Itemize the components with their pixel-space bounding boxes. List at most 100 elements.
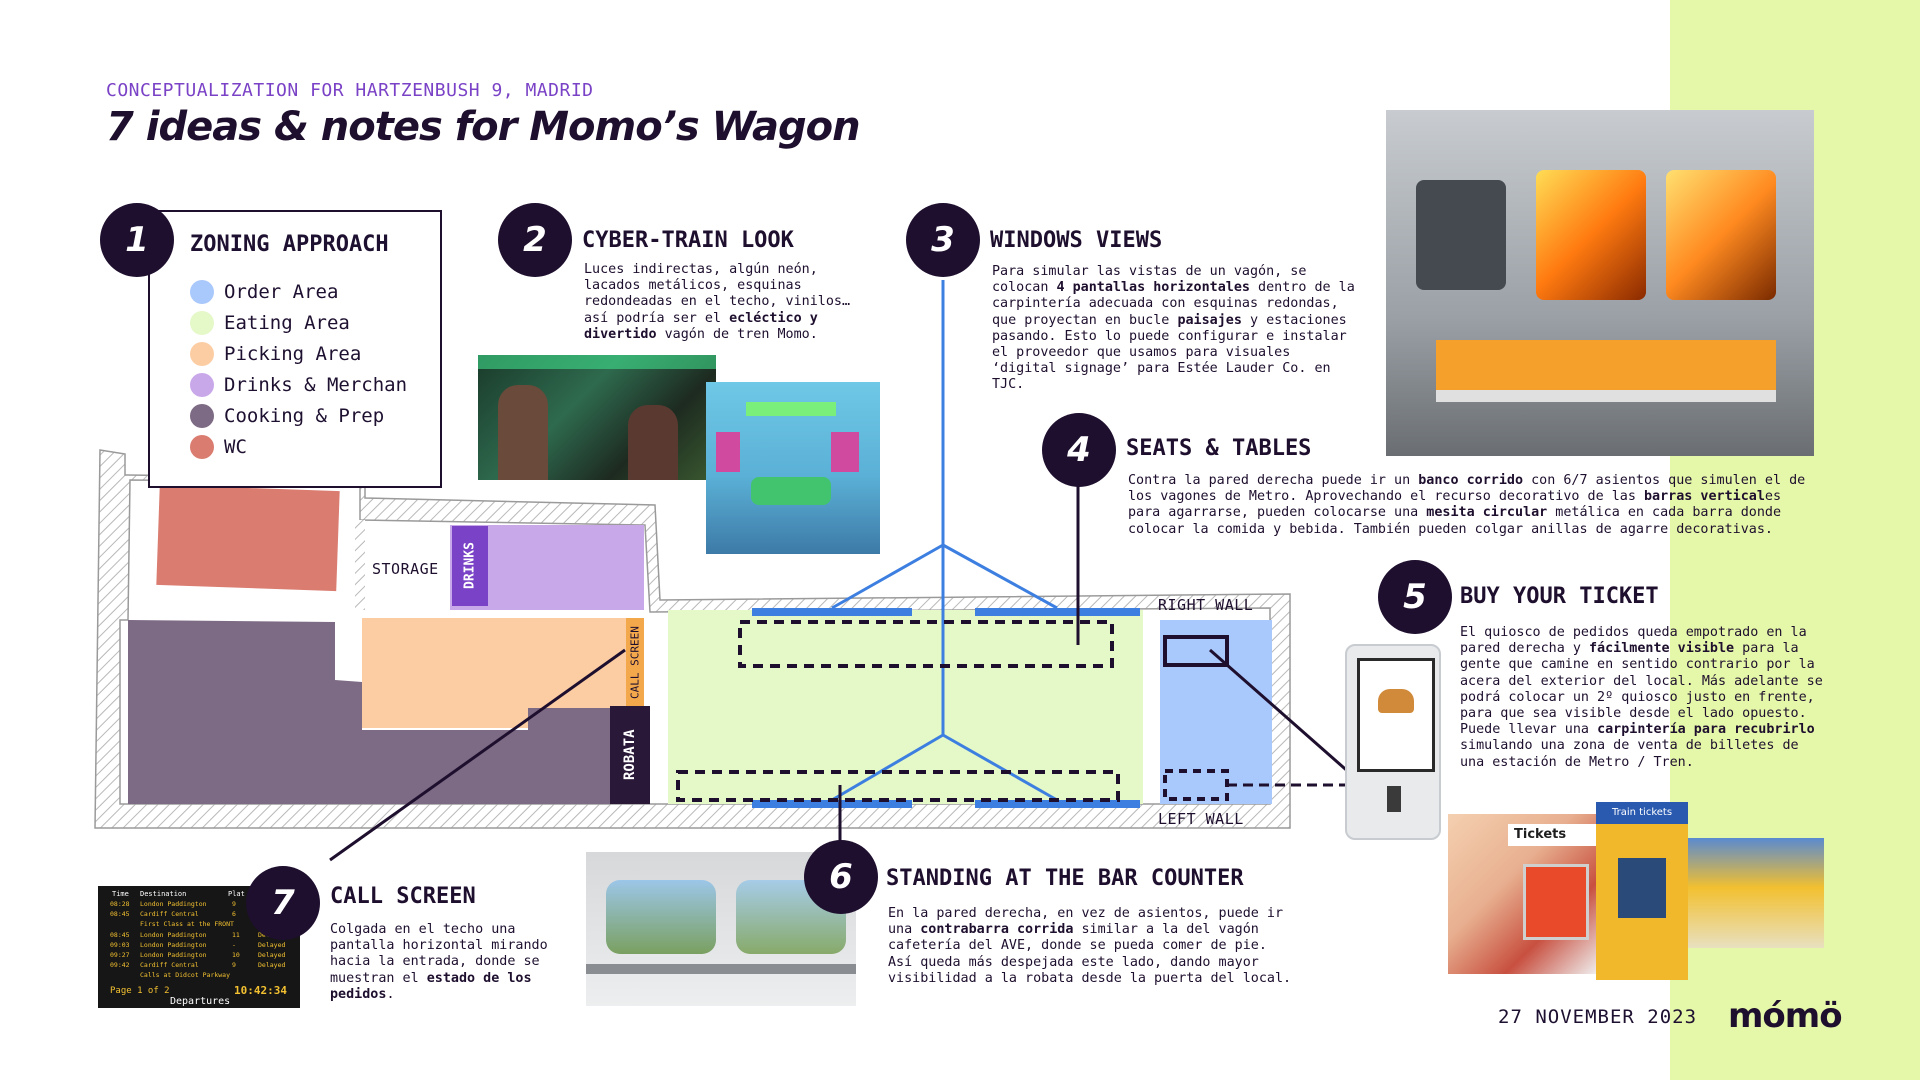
kiosk-device [1345, 644, 1441, 840]
card-slot [1387, 786, 1401, 812]
storage-wall [355, 520, 365, 610]
legend-dot-wc [190, 435, 214, 459]
legend-item-picking: Picking Area [190, 342, 361, 366]
cyber-train-photo-2 [706, 382, 880, 554]
board-cell: First Class at the FRONT [140, 920, 234, 929]
board-cell: 09:42 [110, 961, 130, 970]
metro-window-1 [1536, 170, 1646, 300]
screen-1 [752, 608, 912, 616]
section-2-title: CYBER-TRAIN LOOK [582, 228, 794, 253]
metro-window-2 [1666, 170, 1776, 300]
pink-window [831, 432, 859, 472]
pink-window-2 [716, 432, 740, 472]
call-screen-label: CALL SCREEN [628, 626, 642, 700]
neon-light [478, 355, 716, 369]
section-5-text: El quiosco de pedidos queda empotrado en… [1460, 625, 1823, 770]
legend-dot-order [190, 280, 214, 304]
board-cell: London Paddington [140, 951, 207, 959]
legend-dot-drinks [190, 373, 214, 397]
board-cell: Cardiff Central [140, 910, 199, 919]
legend-item-order: Order Area [190, 280, 338, 304]
section-2-text: Luces indirectas, algún neón, lacados me… [584, 262, 851, 342]
board-head-plat: Plat [228, 890, 245, 898]
dark-leader-lines [329, 478, 1361, 862]
train-window-1 [606, 880, 716, 954]
section-7-badge: 7 [246, 866, 320, 940]
wc-zone [156, 484, 340, 592]
board-cell: Cardiff Central [140, 961, 199, 970]
board-cell: 08:45 [110, 910, 130, 919]
drinks-label-bg [452, 526, 488, 606]
bar-counter-outline [676, 770, 1120, 802]
board-cell: London Paddington [140, 940, 207, 949]
left-wall-label: LEFT WALL [1158, 810, 1244, 828]
right-wall-label: RIGHT WALL [1158, 596, 1254, 614]
board-clock: 10:42:34 [234, 984, 287, 997]
board-cell: 08:28 [110, 900, 130, 908]
board-cell: London Paddington [140, 930, 207, 939]
board-cell: 09:27 [110, 951, 130, 959]
screen-2 [975, 608, 1140, 616]
robata-zone [610, 706, 650, 804]
eating-zone [668, 610, 1143, 804]
ticket-machine-screen [1618, 858, 1666, 918]
legend-dot-cooking [190, 404, 214, 428]
section-6-text: En la pared derecha, en vez de asientos,… [888, 906, 1292, 986]
red-ticket-machine [1523, 864, 1589, 940]
section-3-badge: 3 [906, 203, 980, 277]
legend-title: ZONING APPROACH [190, 232, 389, 257]
board-cell: Delayed [258, 940, 286, 949]
section-3-text: Para simular las vistas de un vagón, se … [992, 264, 1355, 393]
screen-4 [975, 800, 1140, 808]
footer-date: 27 NOVEMBER 2023 [1498, 1006, 1698, 1028]
board-cell: Delayed [258, 961, 286, 970]
section-3-title: WINDOWS VIEWS [990, 228, 1163, 253]
kiosk-screen [1357, 658, 1435, 772]
burger-icon [1378, 689, 1414, 713]
page-subtitle: CONCEPTUALIZATION FOR HARTZENBUSH 9, MAD… [106, 80, 594, 101]
orange-bench [1436, 340, 1776, 390]
board-cell: 10 [232, 951, 240, 959]
kiosk-marker [1163, 635, 1229, 667]
board-cell: 9 [232, 900, 236, 908]
section-2-badge: 2 [498, 203, 572, 277]
ticket-machine-photo-3 [1688, 838, 1824, 948]
board-cell: 6 [232, 910, 236, 919]
metro-door [1416, 180, 1506, 290]
board-cell: 08:45 [110, 930, 130, 939]
call-screen-box [626, 618, 644, 706]
storage-label: STORAGE [372, 560, 439, 578]
legend-item-cooking: Cooking & Prep [190, 404, 384, 428]
metro-wagon-photo [1386, 110, 1814, 456]
tickets-sign: Tickets [1508, 824, 1598, 846]
board-cell: 9 [232, 961, 236, 970]
zoning-legend: ZONING APPROACH Order Area Eating Area P… [148, 210, 442, 488]
cyber-train-photo-1 [478, 355, 716, 480]
seats-tables-outline [738, 620, 1114, 668]
legend-dot-eating [190, 311, 214, 335]
ticket-machine-photo-1: Tickets [1448, 814, 1598, 974]
bench-edge [1436, 390, 1776, 402]
board-cell: Calls at Didcot Parkway [140, 971, 231, 980]
train-tickets-sign: Train tickets [1596, 802, 1688, 824]
section-6-title: STANDING AT THE BAR COUNTER [886, 866, 1244, 891]
board-cell: London Paddington [140, 900, 207, 908]
page-title: 7 ideas & notes for Momo’s Wagon [106, 104, 861, 150]
legend-item-drinks: Drinks & Merchan [190, 373, 407, 397]
legend-item-wc: WC [190, 435, 247, 459]
bar-counter-shelf [586, 964, 856, 974]
neon-light-2 [746, 402, 836, 416]
drinks-label: DRINKS [462, 542, 478, 590]
section-7-title: CALL SCREEN [330, 884, 476, 909]
board-cell: Delayed [258, 951, 286, 959]
order-zone [1160, 620, 1272, 804]
section-6-badge: 6 [804, 840, 878, 914]
screen-3 [752, 800, 912, 808]
momo-logo: mómö [1728, 996, 1843, 1036]
person-shape-2 [628, 405, 678, 480]
section-5-title: BUY YOUR TICKET [1460, 584, 1659, 609]
section-4-badge: 4 [1042, 413, 1116, 487]
board-page: Page 1 of 2 [110, 986, 170, 996]
